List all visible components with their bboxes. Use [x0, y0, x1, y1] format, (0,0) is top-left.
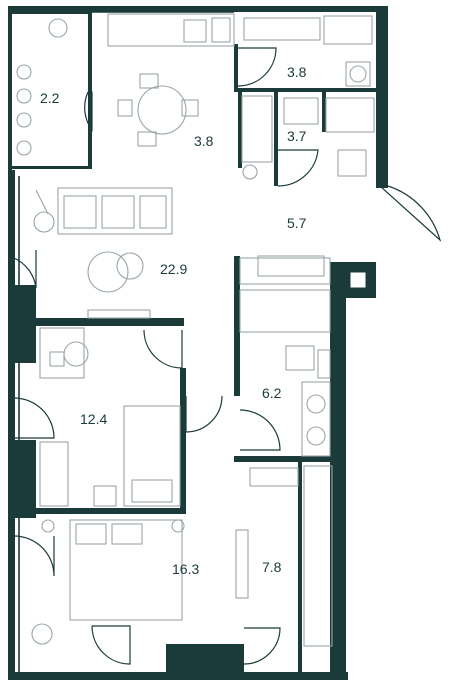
- balcony-plants: [16, 18, 68, 156]
- area-bathroom: 6.2: [262, 385, 282, 401]
- area-wardrobe: 7.8: [262, 559, 282, 575]
- area-bedroom-small: 12.4: [80, 411, 107, 427]
- area-kitchen: 3.8: [194, 133, 214, 149]
- doors: [13, 47, 442, 665]
- windows: [13, 11, 381, 672]
- area-entrance: 5.7: [287, 215, 307, 231]
- area-labels: 2.2 3.8 3.8 3.7 5.7 22.9 12.4 6.2 16.3 7…: [40, 64, 307, 577]
- interior-walls: [12, 6, 376, 672]
- furniture: [16, 13, 375, 647]
- area-balcony: 2.2: [40, 90, 60, 106]
- area-living: 22.9: [160, 261, 187, 277]
- area-wc: 3.7: [287, 128, 307, 144]
- outer-walls: [8, 6, 388, 680]
- area-bedroom-master: 16.3: [172, 561, 199, 577]
- area-hall-wc: 3.8: [287, 64, 307, 80]
